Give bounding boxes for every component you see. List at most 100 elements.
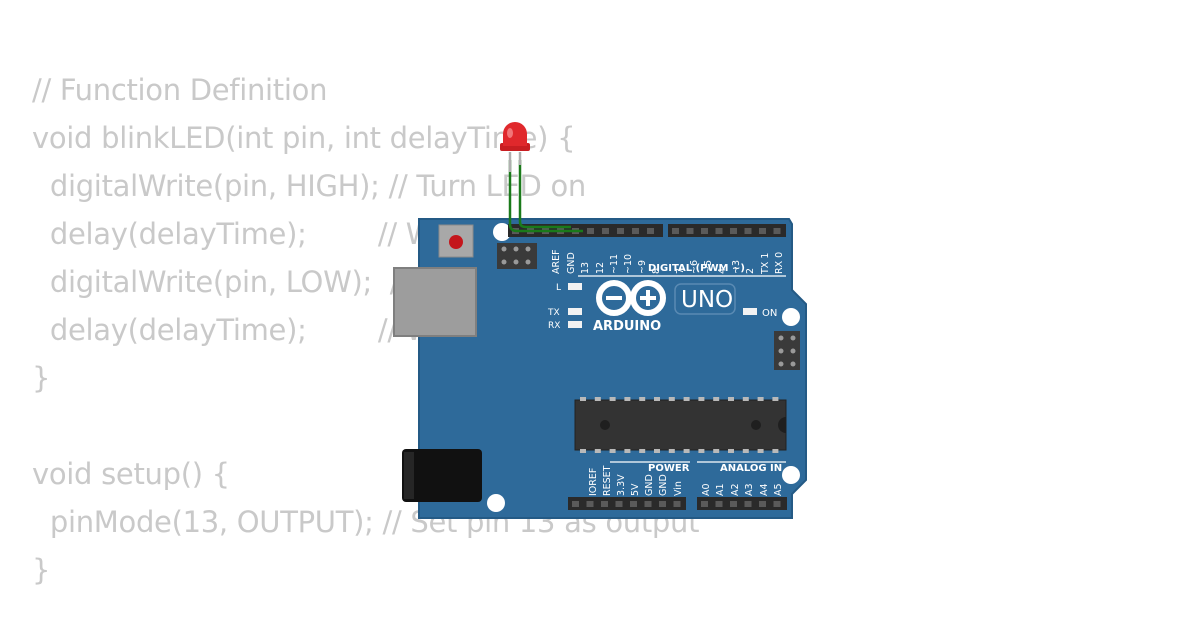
pin-label: ~10 <box>623 254 634 274</box>
header-socket[interactable] <box>644 501 652 507</box>
header-socket[interactable] <box>715 501 723 507</box>
power-header <box>568 497 686 510</box>
on-led-label: ON <box>762 308 777 319</box>
usb-port <box>393 267 477 337</box>
chip-pin <box>624 449 631 453</box>
pin-label: A2 <box>730 483 741 496</box>
chip-pin <box>609 397 616 401</box>
chip-pin <box>757 397 764 401</box>
chip-pin <box>609 449 616 453</box>
header-socket[interactable] <box>773 228 781 234</box>
header-socket[interactable] <box>632 228 639 234</box>
pin-label: 3.3V <box>616 474 627 496</box>
pin-label: 12 <box>595 262 606 274</box>
led-wires <box>508 160 583 233</box>
rx-led-label: RX <box>548 321 560 331</box>
pin-label: A5 <box>773 483 784 496</box>
icsp-header <box>497 243 537 269</box>
header-socket[interactable] <box>759 501 766 507</box>
l-led <box>568 283 582 290</box>
header-socket[interactable] <box>630 501 637 507</box>
chip-pin <box>713 397 720 401</box>
header-socket[interactable] <box>701 501 708 507</box>
code-line: digitalWrite(pin, HIGH); // Turn LED on <box>32 169 586 203</box>
code-line: } <box>32 553 51 587</box>
chip-pin <box>742 449 749 453</box>
brand-label: ARDUINO <box>593 319 661 334</box>
rx-led <box>568 321 582 328</box>
header-socket[interactable] <box>659 501 666 507</box>
code-line: // Function Definition <box>32 73 328 107</box>
pin-label: ~9 <box>637 260 648 274</box>
pin-label: TX 1 <box>760 253 771 275</box>
header-socket[interactable] <box>586 501 594 507</box>
chip-pin <box>683 397 690 401</box>
chip-pin <box>668 449 675 453</box>
chip-pin <box>698 397 705 401</box>
header-socket[interactable] <box>730 501 737 507</box>
header-socket[interactable] <box>602 228 609 234</box>
pin-label: A4 <box>759 483 770 496</box>
mounting-hole <box>487 494 505 512</box>
header-socket[interactable] <box>701 228 708 234</box>
header-socket[interactable] <box>686 228 694 234</box>
pin-label: A3 <box>744 483 755 496</box>
header-socket[interactable] <box>773 501 781 507</box>
chip-pin <box>639 449 646 453</box>
power-jack <box>402 449 482 502</box>
pin-label: A1 <box>715 483 726 496</box>
header-socket[interactable] <box>744 228 752 234</box>
chip-pin <box>728 449 734 453</box>
pin-label: 5V <box>630 483 641 496</box>
header-socket[interactable] <box>672 228 679 234</box>
chip-pin <box>742 397 749 401</box>
pin-label: RX 0 <box>774 252 785 274</box>
power-header-label: POWER <box>648 463 690 474</box>
microcontroller-chip <box>574 397 787 453</box>
pin-label: GND <box>566 252 577 274</box>
pin-label: IOREF <box>588 468 599 496</box>
header-socket[interactable] <box>617 228 624 234</box>
chip-pin <box>668 397 675 401</box>
header-socket[interactable] <box>572 501 579 507</box>
header-socket[interactable] <box>615 501 623 507</box>
chip-pin <box>728 397 734 401</box>
header-socket[interactable] <box>715 228 723 234</box>
header-socket[interactable] <box>587 228 594 234</box>
header-socket[interactable] <box>730 228 737 234</box>
chip-pin <box>683 449 690 453</box>
l-led-label: L <box>556 283 561 293</box>
chip-pin <box>594 397 601 401</box>
led-legs <box>508 152 522 172</box>
reset-button-cap[interactable] <box>449 235 463 249</box>
pin-label: GND <box>658 474 669 496</box>
uno-badge <box>674 283 736 315</box>
tx-led <box>568 308 582 315</box>
chip-pin <box>639 397 646 401</box>
pin-label: ~6 <box>689 260 700 274</box>
pin-label: Vin <box>673 481 684 496</box>
header-socket[interactable] <box>647 228 654 234</box>
header-socket[interactable] <box>759 228 766 234</box>
chip-pin <box>580 397 586 401</box>
red-led[interactable] <box>500 122 530 151</box>
header-sockets <box>572 501 781 507</box>
chip-pin <box>772 397 779 401</box>
header-socket[interactable] <box>601 501 608 507</box>
pin-label: AREF <box>551 249 562 274</box>
pin-label: 7 <box>675 268 686 274</box>
chip-pin <box>654 449 660 453</box>
chip-pin <box>757 449 764 453</box>
code-line: void setup() { <box>32 457 230 491</box>
icsp-header-right <box>774 331 800 370</box>
pin-label: GND <box>644 474 655 496</box>
chip-pin <box>654 397 660 401</box>
header-socket[interactable] <box>673 501 681 507</box>
header-socket[interactable] <box>744 501 752 507</box>
code-line: } <box>32 361 51 395</box>
digital-header-right <box>668 224 786 237</box>
